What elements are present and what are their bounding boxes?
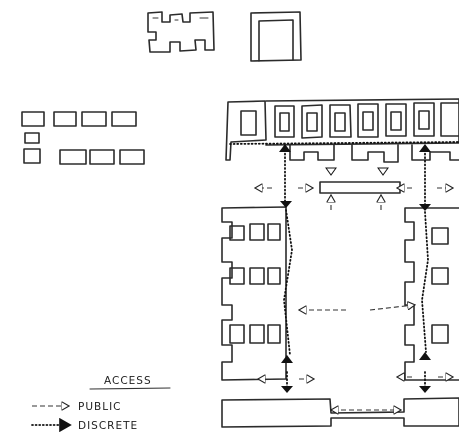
- east-block: [404, 207, 459, 381]
- central-bar: [319, 181, 401, 194]
- legend-discrete-label: DISCRETE: [78, 420, 138, 432]
- massing-study-courtyard: [250, 11, 302, 62]
- legend-title: ACCESS: [104, 375, 152, 387]
- public-access-routes: [256, 188, 452, 410]
- west-block: [221, 206, 287, 381]
- south-slab: [221, 397, 459, 428]
- access-legend: ACCESS PUBLIC DISCRETE: [31, 375, 171, 433]
- massing-study-left: [147, 11, 215, 53]
- north-comb-block: [225, 98, 459, 163]
- block-study-rows: [21, 111, 145, 165]
- discrete-access-routes: [229, 141, 459, 393]
- legend-public-label: PUBLIC: [78, 401, 122, 413]
